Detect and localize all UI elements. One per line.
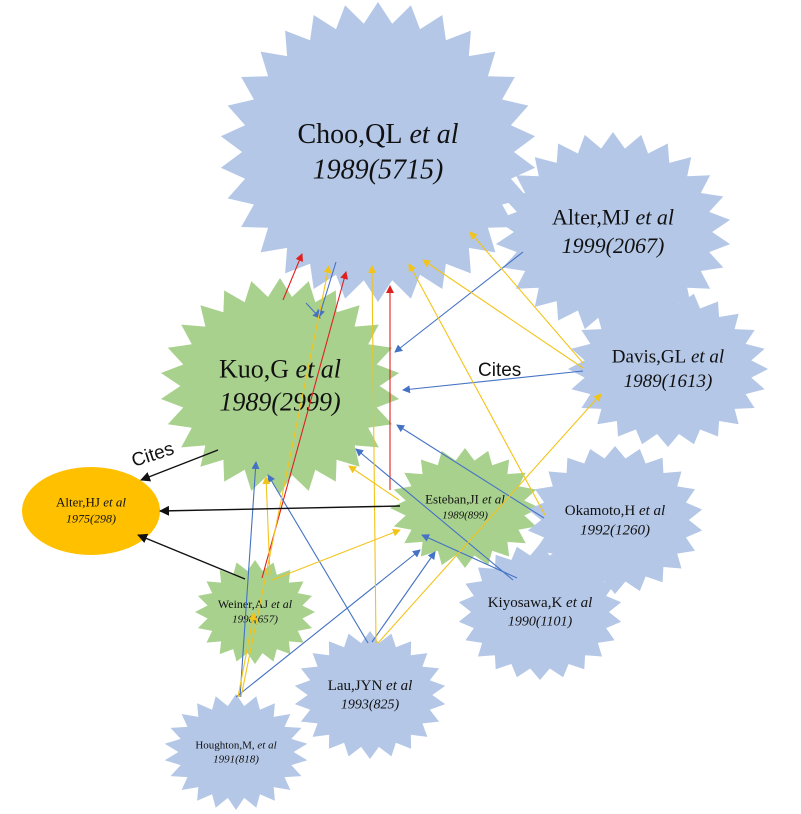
edge-weiner-to-alter_hj bbox=[137, 533, 246, 580]
node-info-houghton: 1991(818) bbox=[213, 753, 259, 765]
node-author-davis: Davis,GL bbox=[612, 347, 686, 368]
node-label-houghton: Houghton,M,et al bbox=[195, 739, 276, 751]
node-info-kuo: 1989(2999) bbox=[219, 388, 340, 417]
edge-esteban-to-alter_hj bbox=[159, 505, 401, 516]
edge-choo-to-kuo bbox=[317, 261, 337, 318]
node-shape-kuo bbox=[160, 278, 400, 494]
node-shape-weiner bbox=[195, 560, 315, 664]
edge-okamoto-to-kuo bbox=[396, 424, 545, 519]
node-author-weiner: Weiner,AJ bbox=[218, 597, 269, 611]
node-etal-choo: et al bbox=[410, 119, 459, 150]
edge-lau-to-choo bbox=[368, 265, 377, 644]
edge-lau-to-kuo bbox=[267, 474, 369, 644]
edge-label-cites-kuo-alterhj: Cites bbox=[129, 438, 177, 471]
node-author-kiyosawa: Kiyosawa,K bbox=[488, 595, 563, 611]
edge-kuo-to-choo bbox=[282, 253, 304, 301]
node-author-esteban: Esteban,JI bbox=[425, 492, 479, 507]
node-info-esteban: 1989(899) bbox=[442, 509, 488, 521]
node-shape-kiyosawa bbox=[458, 544, 622, 680]
node-etal-weiner: et al bbox=[271, 597, 293, 611]
node-info-choo: 1989(5715) bbox=[313, 155, 444, 186]
node-shape-okamoto bbox=[527, 446, 703, 594]
edge-houghton-to-esteban bbox=[235, 549, 421, 698]
node-shape-davis bbox=[568, 291, 768, 447]
edge-kiyosawa-to-kuo bbox=[355, 448, 514, 581]
edge-lau-to-esteban bbox=[371, 551, 436, 643]
edge-houghton-to-weiner bbox=[237, 612, 257, 698]
node-author-choo: Choo,QL bbox=[298, 119, 403, 150]
edge-kuo-to-choo bbox=[305, 302, 321, 319]
node-shape-alter_mj bbox=[495, 132, 731, 332]
node-etal-alter_hj: et al bbox=[103, 495, 126, 510]
node-info-okamoto: 1992(1260) bbox=[580, 522, 650, 538]
node-info-davis: 1989(1613) bbox=[624, 371, 713, 392]
edge-davis-to-choo bbox=[422, 259, 584, 369]
node-etal-kiyosawa: et al bbox=[566, 595, 592, 611]
edge-okamoto-to-choo bbox=[408, 263, 546, 516]
node-shape-houghton bbox=[164, 694, 308, 810]
edge-houghton-to-kuo bbox=[239, 461, 260, 698]
node-author-alter_mj: Alter,MJ bbox=[552, 205, 630, 230]
edge-weiner-to-kuo bbox=[262, 476, 271, 576]
node-etal-okamoto: et al bbox=[639, 503, 665, 519]
node-etal-esteban: et al bbox=[482, 492, 505, 507]
edge-kiyosawa-to-esteban bbox=[421, 534, 518, 579]
node-info-weiner: 1990(657) bbox=[232, 613, 278, 625]
node-info-kiyosawa: 1990(1101) bbox=[508, 614, 573, 629]
node-info-alter_hj: 1975(298) bbox=[66, 511, 116, 525]
node-etal-lau: et al bbox=[386, 678, 412, 694]
node-etal-kuo: et al bbox=[296, 354, 342, 383]
edge-esteban-to-kuo bbox=[348, 465, 400, 501]
node-shape-alter_hj bbox=[22, 467, 160, 555]
node-author-kuo: Kuo,G bbox=[219, 354, 289, 383]
edge-lau-to-davis bbox=[377, 393, 602, 644]
edge-davis-to-kuo bbox=[402, 370, 584, 394]
node-shape-choo bbox=[220, 2, 536, 302]
edge-label-cites-davis-kuo: Cites bbox=[478, 360, 521, 381]
edge-davis-to-alter_mj bbox=[469, 231, 584, 364]
edge-houghton-to-choo bbox=[240, 265, 332, 698]
node-info-lau: 1993(825) bbox=[341, 697, 400, 712]
node-author-okamoto: Okamoto,H bbox=[565, 503, 636, 519]
edge-weiner-to-esteban bbox=[271, 528, 401, 581]
node-etal-davis: et al bbox=[691, 347, 724, 368]
node-author-lau: Lau,JYN bbox=[328, 678, 383, 694]
node-info-alter_mj: 1999(2067) bbox=[562, 233, 665, 258]
node-author-alter_hj: Alter,HJ bbox=[56, 495, 100, 510]
node-author-houghton: Houghton,M, bbox=[195, 739, 255, 751]
node-etal-houghton: et al bbox=[257, 739, 276, 751]
node-shape-lau bbox=[294, 631, 446, 759]
edge-kuo-to-alter_hj bbox=[140, 449, 219, 482]
node-houghton: Houghton,M,et al 1991(818) bbox=[164, 694, 308, 810]
edge-layer bbox=[137, 231, 602, 698]
node-etal-alter_mj: et al bbox=[635, 205, 674, 230]
